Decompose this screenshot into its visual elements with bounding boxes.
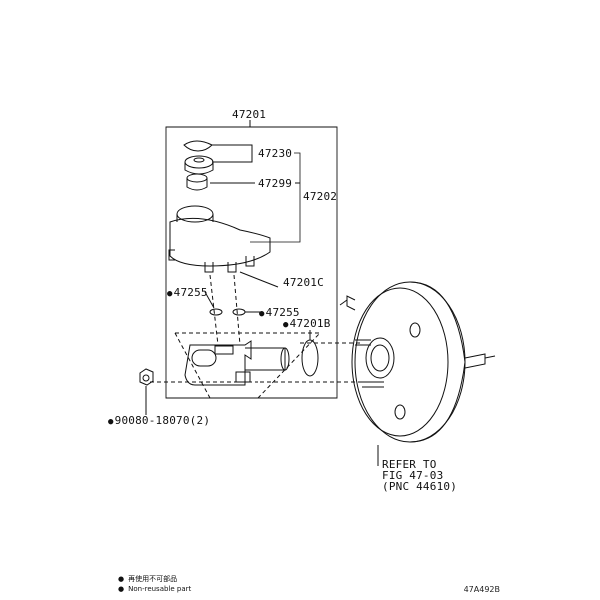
legend-line-2: ●Non-reusable part [118, 585, 191, 593]
reservoir-cap-icon [183, 140, 214, 175]
reservoir-icon [168, 205, 279, 288]
label-reservoir-cap-set: 47230 [258, 147, 293, 160]
bullet-icon: ● [118, 575, 125, 583]
refer-line-1: REFER TO [382, 458, 437, 471]
brake-booster-icon [339, 281, 496, 466]
refer-line-3: (PNC 44610) [382, 480, 458, 493]
guide-dash [209, 274, 219, 346]
grommet-icon [232, 308, 246, 316]
legend-line-1: ●再使用不可部品 [118, 574, 177, 584]
guide-dash [175, 332, 322, 399]
label-nut: 90080-18070(2) [108, 414, 210, 427]
legend-text-jp: 再使用不可部品 [128, 575, 178, 583]
grommet-icon [209, 308, 223, 316]
o-ring-icon [301, 339, 319, 377]
label-grommet-b: 47255 [259, 306, 300, 319]
guide-dash [174, 332, 211, 399]
sub-assy-bracket [250, 152, 301, 243]
strainer-icon [186, 173, 208, 191]
label-o-ring: 47201B [283, 317, 331, 330]
label-reservoir-sub-assy: 47202 [303, 190, 338, 203]
label-assembly: 47201 [232, 108, 267, 121]
cap-leader [212, 144, 253, 163]
label-strainer: 47299 [258, 177, 293, 190]
label-pin: 47201C [283, 276, 324, 289]
assembly-box [165, 126, 338, 399]
master-cylinder-icon [184, 340, 290, 386]
nut-icon [139, 368, 154, 386]
figure-id: 47A492B [463, 585, 500, 594]
bullet-icon: ● [118, 585, 125, 593]
label-grommet-a: 47255 [167, 286, 208, 299]
legend-text-en: Non-reusable part [128, 585, 192, 593]
refer-line-2: FIG 47-03 [382, 469, 444, 482]
